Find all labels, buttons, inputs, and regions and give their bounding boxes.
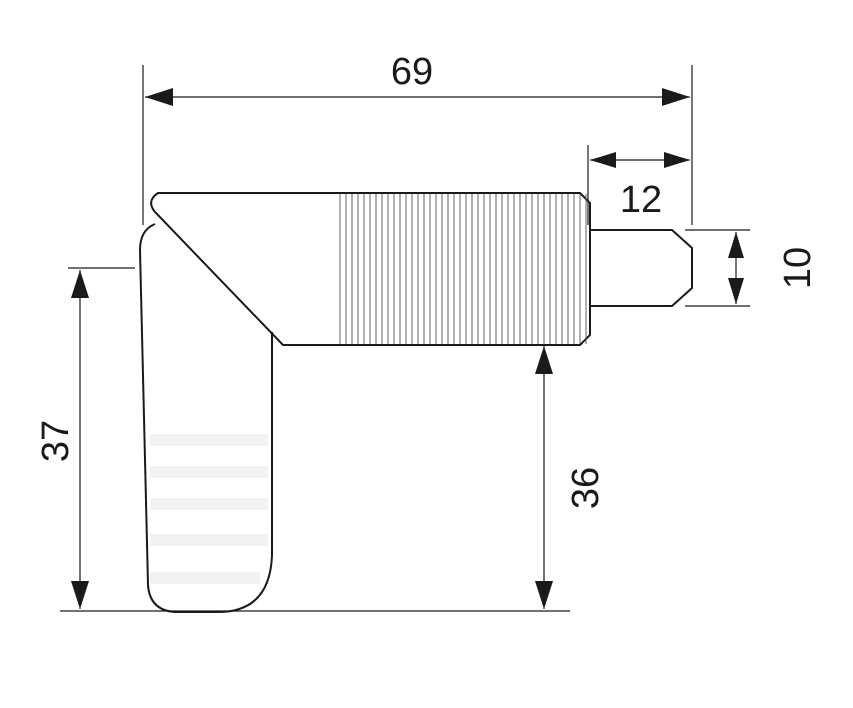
arrowhead-top [71, 270, 89, 298]
arrowhead-top [535, 346, 553, 374]
arrowhead-left [590, 152, 616, 168]
part-threaded-shaft [150, 192, 591, 346]
arrowhead-bottom [71, 581, 89, 609]
part-pin [590, 229, 693, 307]
dimension-label-36: 36 [565, 467, 607, 509]
dimension-body-height: 37 [35, 267, 570, 612]
arrowhead-bottom [535, 581, 553, 609]
dimension-label-69: 69 [391, 51, 433, 93]
arrowhead-left [145, 88, 173, 106]
body-outline [138, 223, 273, 613]
arrowhead-bottom [728, 278, 744, 304]
dimension-label-12: 12 [620, 179, 662, 221]
pin-outline [590, 229, 693, 307]
part-vertical-body [138, 223, 273, 613]
arrowhead-top [728, 232, 744, 258]
arrowhead-right [664, 152, 690, 168]
grip-bands [150, 434, 268, 584]
dimension-pin-diameter: 10 [685, 229, 819, 307]
thread-lines [339, 194, 587, 344]
dimension-label-37: 37 [35, 420, 77, 462]
arrowhead-right [662, 88, 690, 106]
head-outline [150, 192, 591, 346]
dimension-overall-length: 69 [142, 51, 693, 225]
dimension-thread-height: 36 [535, 346, 607, 609]
dimension-label-10: 10 [777, 247, 819, 289]
dimension-pin-length: 12 [587, 145, 690, 225]
